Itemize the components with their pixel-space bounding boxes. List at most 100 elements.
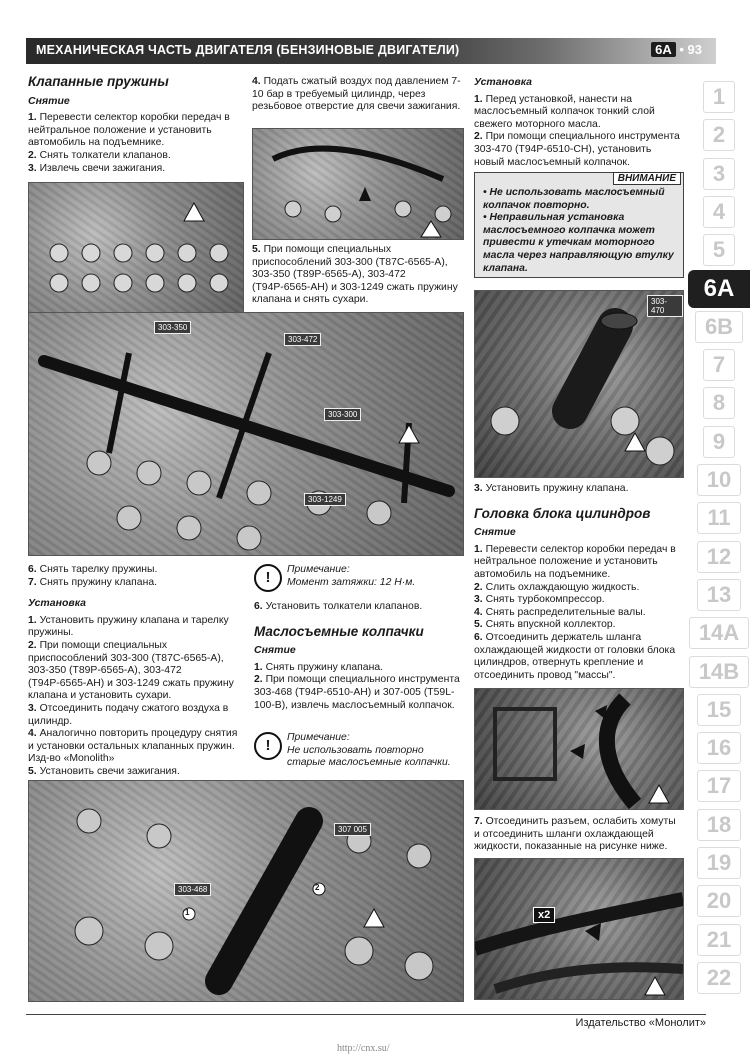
tab-chapter-11[interactable]: 11 (688, 499, 750, 537)
tab-label: 10 (696, 464, 742, 496)
step-item: 1. Перевести селектор коробки передач в … (474, 544, 684, 582)
tab-label: 19 (696, 847, 742, 879)
note-title: Примечание: (287, 732, 350, 743)
engine-photo-1 (28, 182, 244, 314)
step-text: Перед установкой, нанести на маслосъемны… (474, 93, 655, 130)
note-icon: ! (254, 732, 282, 760)
tab-chapter-3[interactable]: 3 (688, 155, 750, 193)
step-item: 6. Снять тарелку пружины. (28, 564, 242, 577)
warning-label: ВНИМАНИЕ (612, 172, 681, 185)
warning-line: • Неправильная установка маслосъемного к… (483, 212, 674, 274)
step-number: 2. (474, 131, 483, 143)
tab-chapter-7[interactable]: 7 (688, 346, 750, 384)
note-reuse: ! Примечание: Не использовать повторно с… (254, 732, 460, 772)
step-text: Установить пружину клапана и тарелку пру… (28, 614, 229, 639)
tab-chapter-15[interactable]: 15 (688, 691, 750, 729)
tab-label: 6B (694, 310, 744, 343)
step-text: Перевести селектор коробки передач в ней… (28, 112, 230, 149)
step-item: 6. Отсоединить держатель шланга охлаждаю… (474, 632, 684, 682)
step-item: 2. При помощи специальных приспособлений… (28, 640, 242, 703)
seals-removal-steps: 1. Снять пружину клапана.2. При помощи с… (254, 662, 464, 712)
compressor-drawing (38, 352, 455, 551)
cylinder-head-section: 3. Установить пружину клапана. Головка б… (474, 483, 684, 682)
engine-photo-2 (252, 128, 464, 240)
step-text: Отсоединить подачу сжатого воздуха в цил… (28, 702, 229, 727)
tab-chapter-12[interactable]: 12 (688, 538, 750, 576)
step-item: 4. Подать сжатый воздух под давлением 7-… (252, 76, 462, 114)
note-torque: ! Примечание: Момент затяжки: 12 Н·м. (254, 564, 460, 598)
warning-line: • Не использовать маслосъемный колпачок … (483, 187, 665, 211)
valve-springs-section: Клапанные пружины Снятие 1. Перевести се… (28, 75, 242, 176)
step-item: 3. Извлечь свечи зажигания. (28, 163, 242, 176)
tab-chapter-14b[interactable]: 14B (688, 653, 750, 691)
step-text: Снять впускной коллектор. (485, 619, 616, 631)
subheading-removal: Снятие (254, 644, 296, 657)
step-text: Перевести селектор коробки передач в ней… (474, 543, 676, 580)
tab-label: 14A (688, 617, 750, 650)
step-number: 1. (254, 661, 263, 673)
tab-chapter-4[interactable]: 4 (688, 193, 750, 231)
subheading-install: Установка (474, 76, 532, 88)
step-text: Снять турбокомпрессор. (485, 594, 605, 606)
step-number: 7. (28, 576, 37, 588)
tab-chapter-16[interactable]: 16 (688, 729, 750, 767)
tab-chapter-18[interactable]: 18 (688, 806, 750, 844)
tab-chapter-22[interactable]: 22 (688, 959, 750, 997)
tab-chapter-14a[interactable]: 14A (688, 614, 750, 652)
tool-label: 303-470 (647, 295, 683, 317)
page-number: 6A • 93 (651, 42, 702, 57)
tab-chapter-17[interactable]: 17 (688, 767, 750, 805)
tab-chapter-20[interactable]: 20 (688, 882, 750, 920)
tab-chapter-19[interactable]: 19 (688, 844, 750, 882)
source-url: http://cnx.su/ (337, 1043, 390, 1054)
step-item: 3. Снять турбокомпрессор. (474, 594, 684, 607)
subheading-removal: Снятие (28, 94, 70, 107)
step-7-block: 7. Отсоединить разъем, ослабить хомуты и… (474, 816, 684, 854)
footer-divider (26, 1014, 706, 1015)
step-item: 5. При помощи специальных приспособлений… (252, 244, 462, 307)
step-text: Снять пружину клапана. (265, 661, 383, 673)
step-number: 4. (474, 606, 483, 618)
tab-label: 1 (702, 81, 736, 113)
tab-chapter-10[interactable]: 10 (688, 461, 750, 499)
tab-chapter-21[interactable]: 21 (688, 921, 750, 959)
tab-chapter-8[interactable]: 8 (688, 384, 750, 422)
step-item: 2. При помощи специального инструмента 3… (254, 674, 464, 712)
step-text: Снять тарелку пружины. (39, 564, 158, 575)
tab-chapter-13[interactable]: 13 (688, 576, 750, 614)
seal-install-section: Установка 1. Перед установкой, нанести н… (474, 76, 684, 169)
step-4: 4. Подать сжатый воздух под давлением 7-… (252, 76, 462, 114)
tab-label: 18 (696, 808, 742, 841)
step-item: 1. Снять пружину клапана. (254, 662, 464, 675)
tab-chapter-2[interactable]: 2 (688, 116, 750, 154)
section-heading: Головка блока цилиндров (474, 505, 651, 521)
step-text: Снять толкатели клапанов. (39, 149, 171, 161)
tab-chapter-1[interactable]: 1 (688, 78, 750, 116)
head-removal-steps: 1. Перевести селектор коробки передач в … (474, 544, 684, 683)
tool-label: 303-1249 (304, 493, 346, 506)
step-number: 3. (28, 162, 37, 174)
step-text: Установить пружину клапана. (485, 483, 629, 494)
tab-chapter-9[interactable]: 9 (688, 423, 750, 461)
tab-chapter-5[interactable]: 5 (688, 231, 750, 269)
note-text: Момент затяжки: 12 Н·м. (287, 576, 416, 588)
tab-label: 20 (696, 885, 742, 918)
callout-1: 1 (185, 908, 190, 917)
step-number: 3. (28, 702, 37, 714)
page-number-value: • 93 (679, 42, 702, 57)
step-text: Установить свечи зажигания. (39, 765, 180, 777)
step-text: Аналогично повторить процедуру снятия и … (28, 728, 238, 765)
tab-label: 4 (702, 195, 736, 228)
step-item: 7. Снять пружину клапана. (28, 577, 242, 590)
step-item: 2. При помощи специального инструмента 3… (474, 131, 684, 169)
warning-triangle-icon (624, 431, 646, 452)
tab-chapter-6a[interactable]: 6A (688, 269, 750, 308)
tab-chapter-6b[interactable]: 6B (688, 308, 750, 346)
warning-triangle-icon (644, 975, 666, 996)
engine-photo-1-drawing (49, 201, 229, 293)
seal-installer-drawing (490, 308, 675, 466)
seal-removal-photo: 307 005 303-468 1 2 (28, 780, 464, 1002)
warning-box: ВНИМАНИЕ • Не использовать маслосъемный … (474, 172, 684, 278)
page-header: МЕХАНИЧЕСКАЯ ЧАСТЬ ДВИГАТЕЛЯ (БЕНЗИНОВЫЕ… (26, 38, 716, 64)
step-number: 2. (28, 639, 37, 651)
